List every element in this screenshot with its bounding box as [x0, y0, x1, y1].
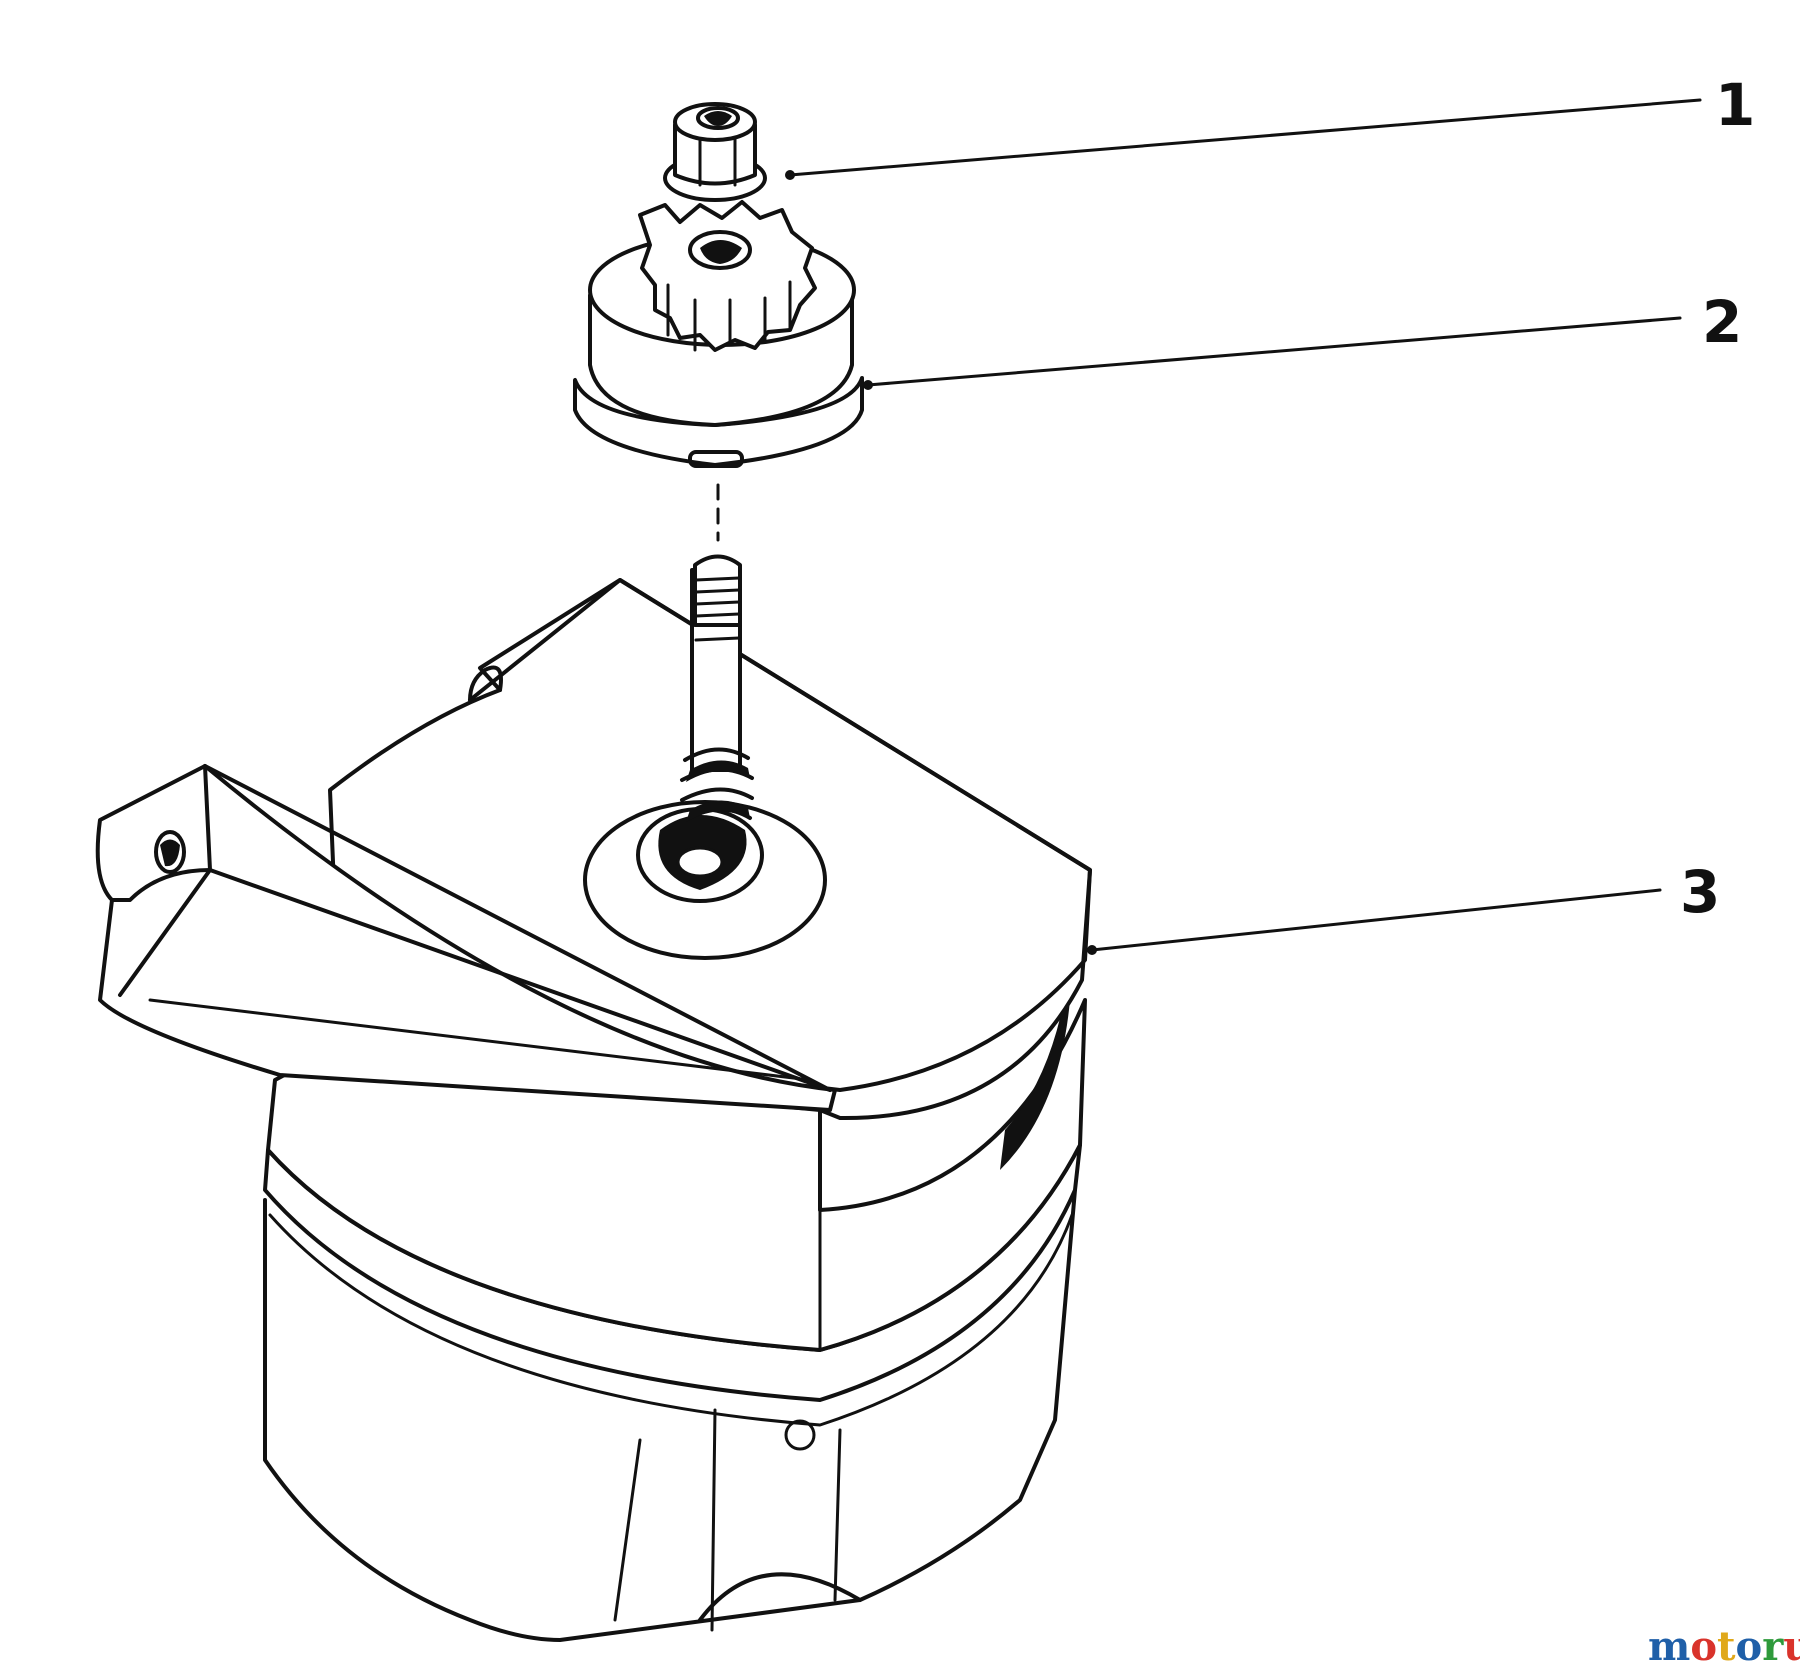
svg-text:motoruf.de: motoruf.de	[1648, 1623, 1800, 1670]
callout-number-3: 3	[1680, 858, 1720, 926]
watermark-letter: m	[1648, 1623, 1690, 1670]
mounting-bracket	[95, 764, 837, 1112]
pinion-gear	[573, 200, 864, 468]
callout-number-1: 1	[1715, 71, 1755, 139]
starter-motor-housing	[263, 578, 1092, 1642]
watermark-letter: r	[1762, 1623, 1784, 1670]
leader-dot-3	[1087, 945, 1097, 955]
callout-labels: 1 2 3	[1680, 71, 1755, 926]
watermark-letter: o	[1690, 1623, 1717, 1670]
watermark-letter: t	[1717, 1623, 1736, 1670]
callout-leaders	[785, 98, 1702, 955]
watermark-letter: o	[1736, 1623, 1763, 1670]
leader-line-2	[866, 316, 1682, 387]
leader-line-3	[1090, 888, 1662, 952]
armature-shaft	[680, 483, 754, 822]
leader-line-1	[788, 98, 1702, 177]
callout-number-2: 2	[1702, 288, 1742, 356]
leader-dot-2	[863, 380, 873, 390]
leader-dot-1	[785, 170, 795, 180]
watermark-logo: motoruf.de	[1648, 1623, 1800, 1670]
watermark-letter: u	[1783, 1623, 1800, 1670]
nut-and-washer	[663, 102, 767, 202]
